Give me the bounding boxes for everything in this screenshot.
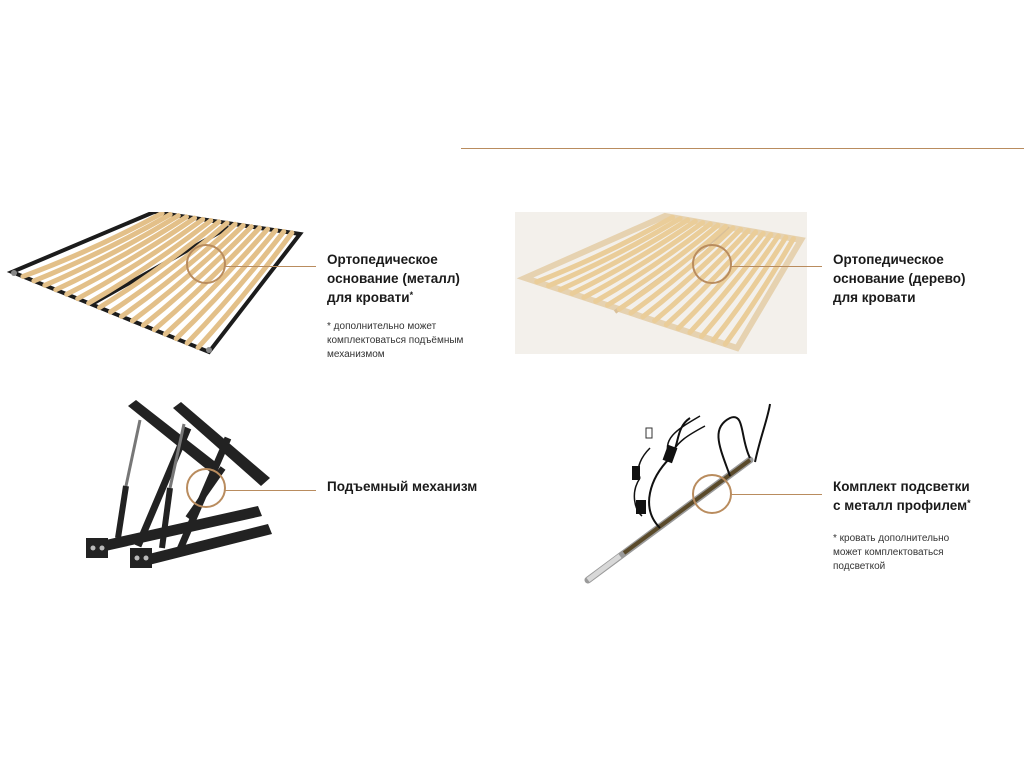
- wood-base-highlight-ring: [692, 244, 732, 284]
- wood-slat-base-image: [515, 212, 807, 354]
- metal-base-note: * дополнительно может комплектоваться по…: [327, 321, 464, 360]
- metal-base-callout-line: [224, 266, 316, 267]
- led-kit-highlight-ring: [692, 474, 732, 514]
- wood-base-title: Ортопедическое основание (дерево) для кр…: [833, 252, 966, 305]
- led-kit-image: [580, 398, 780, 588]
- wood-base-callout-line: [730, 266, 822, 267]
- lift-mechanism-callout-line: [224, 490, 316, 491]
- asterisk: *: [967, 498, 971, 508]
- metal-base-highlight-ring: [186, 244, 226, 284]
- metal-base-title: Ортопедическое основание (металл) для кр…: [327, 252, 460, 305]
- led-kit-callout-line: [730, 494, 822, 495]
- metal-slat-base-image: [4, 212, 304, 357]
- led-kit-title: Комплект подсветки с металл профилем*: [833, 479, 971, 513]
- asterisk: *: [409, 290, 414, 300]
- lift-mechanism-image: [78, 398, 278, 570]
- lift-mechanism-highlight-ring: [186, 468, 226, 508]
- top-divider: [461, 148, 1024, 149]
- lift-mechanism-title: Подъемный механизм: [327, 479, 478, 494]
- led-kit-note: * кровать дополнительно может комплектов…: [833, 533, 950, 572]
